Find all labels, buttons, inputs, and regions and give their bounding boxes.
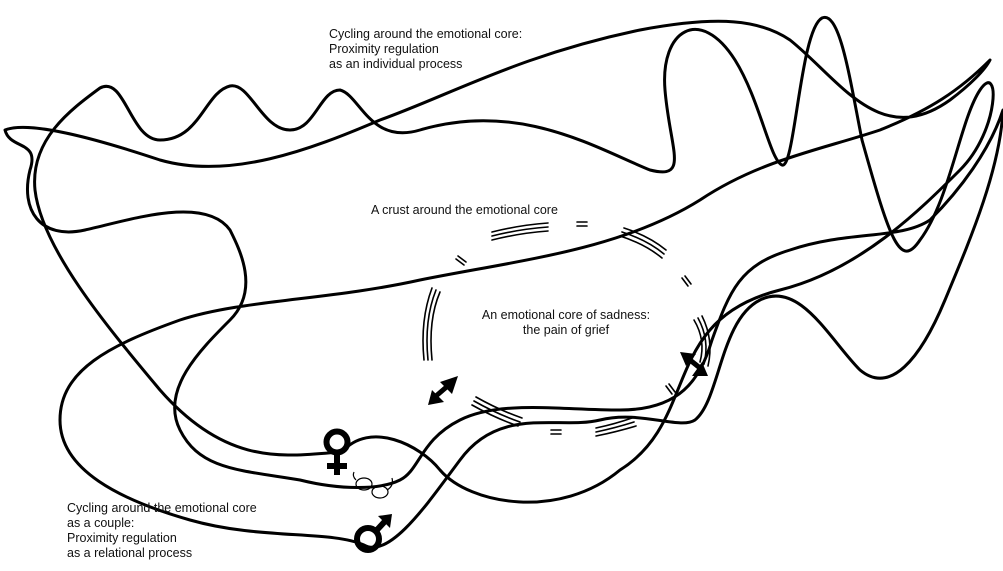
crust-dash	[576, 221, 588, 227]
relational-cycle-label: Cycling around the emotional core as a c…	[67, 501, 257, 561]
glasses-icon	[352, 471, 394, 499]
label-line: Cycling around the emotional core	[67, 501, 257, 515]
crust-segment-top	[491, 222, 549, 241]
label-line: Cycling around the emotional core:	[329, 27, 523, 41]
crust-segment-right	[693, 315, 711, 367]
relational-cycle-loop	[3, 19, 1003, 549]
crust-dash	[665, 383, 676, 395]
crust-segment-top-right	[619, 227, 667, 259]
double-arrow-icon	[428, 376, 458, 405]
individual-cycle-label: Cycling around the emotional core: Proxi…	[329, 27, 522, 72]
female-symbol-icon	[323, 428, 351, 475]
male-symbol-icon	[354, 514, 392, 553]
crust-dash	[681, 275, 692, 287]
crust-segment-bottom-right	[595, 417, 637, 437]
label-line: as an individual process	[329, 57, 463, 71]
crust-label: A crust around the emotional core	[371, 203, 558, 218]
crust-segments	[422, 221, 711, 437]
label-line: Proximity regulation	[329, 42, 439, 56]
label-line: Proximity regulation	[67, 531, 177, 545]
label-line: An emotional core of sadness:	[481, 308, 651, 322]
label-line: as a couple:	[67, 516, 135, 530]
crust-dash	[550, 429, 562, 435]
crust-dash	[455, 255, 467, 266]
individual-cycle-loop	[33, 16, 995, 504]
crust-segment-left	[422, 287, 441, 361]
double-arrow-icon	[680, 352, 708, 376]
label-line: as a relational process	[67, 546, 193, 560]
crust-segment-bottom-left	[471, 396, 523, 427]
label-line: the pain of grief	[522, 323, 610, 337]
label-line: A crust around the emotional core	[371, 203, 558, 217]
core-label: An emotional core of sadness: the pain o…	[472, 308, 660, 338]
